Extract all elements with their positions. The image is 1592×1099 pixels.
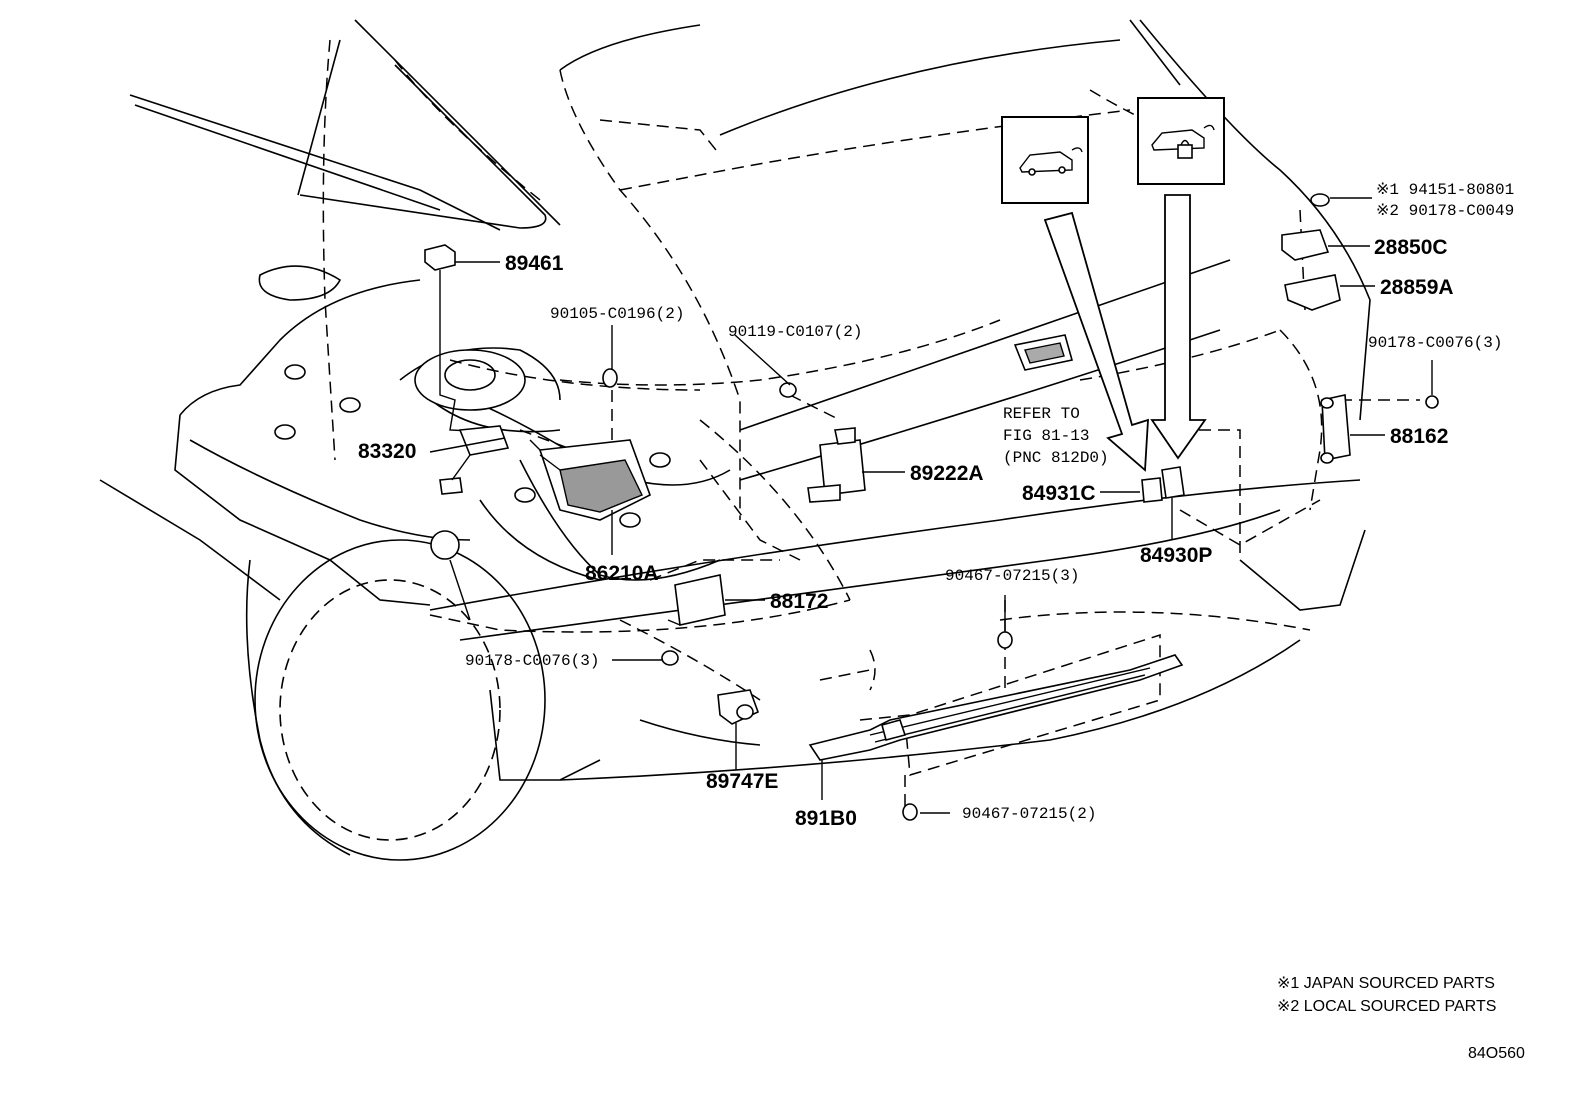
label-84930p: 84930P bbox=[1140, 544, 1212, 567]
hidden-lines bbox=[322, 39, 1420, 810]
component-84931c bbox=[1141, 477, 1163, 503]
component-83320 bbox=[439, 425, 510, 495]
big-arrow-left bbox=[1043, 211, 1149, 472]
label-891b0: 891B0 bbox=[795, 807, 857, 830]
fasteners bbox=[602, 193, 1439, 821]
leader-lines bbox=[429, 197, 1433, 814]
label-90467-07215-top: 90467-07215(3) bbox=[945, 567, 1079, 585]
label-28859a: 28859A bbox=[1380, 276, 1454, 299]
big-arrow-right bbox=[1150, 194, 1207, 460]
label-90467-07215-bottom: 90467-07215(2) bbox=[962, 805, 1096, 823]
label-90105-c0196: 90105-C0196(2) bbox=[550, 305, 684, 323]
label-90178-c0076-right: 90178-C0076(3) bbox=[1368, 334, 1502, 352]
label-89222a: 89222A bbox=[910, 462, 984, 485]
label-86210a: 86210A bbox=[585, 562, 659, 585]
label-88162: 88162 bbox=[1390, 425, 1448, 448]
reference-line-2: FIG 81-13 bbox=[1003, 427, 1089, 445]
component-88172 bbox=[667, 574, 726, 626]
label-90119-c0107: 90119-C0107(2) bbox=[728, 323, 862, 341]
component-28859a bbox=[1284, 274, 1341, 311]
label-83320: 83320 bbox=[358, 440, 416, 463]
reference-line-1: REFER TO bbox=[1003, 405, 1080, 423]
label-89461: 89461 bbox=[505, 252, 564, 275]
component-28850c bbox=[1281, 229, 1330, 261]
component-84930p bbox=[1161, 466, 1185, 499]
note-japan-sourced: ※1 JAPAN SOURCED PARTS bbox=[1277, 975, 1495, 992]
rear-hatch-lock-vehicle-icon bbox=[1137, 97, 1225, 185]
figure-id: 84O560 bbox=[1468, 1045, 1525, 1062]
label-90178-c0049: ※2 90178-C0049 bbox=[1376, 202, 1514, 220]
label-94151-80801: ※1 94151-80801 bbox=[1376, 181, 1514, 199]
note-local-sourced: ※2 LOCAL SOURCED PARTS bbox=[1277, 998, 1496, 1015]
component-88162 bbox=[1320, 394, 1351, 464]
component-891b0 bbox=[808, 654, 1184, 761]
label-88172: 88172 bbox=[770, 590, 828, 613]
component-89222a bbox=[807, 427, 866, 503]
label-28850c: 28850C bbox=[1374, 236, 1448, 259]
label-89747e: 89747E bbox=[706, 770, 778, 793]
component-86210a bbox=[529, 439, 651, 521]
component-89747e bbox=[717, 689, 760, 725]
component-89222-sensor-top bbox=[1013, 334, 1074, 371]
label-84931c: 84931C bbox=[1022, 482, 1096, 505]
label-90178-c0076-left: 90178-C0076(3) bbox=[465, 652, 599, 670]
reference-line-3: (PNC 812D0) bbox=[1003, 449, 1109, 467]
rear-hatch-vehicle-icon bbox=[1001, 116, 1089, 204]
